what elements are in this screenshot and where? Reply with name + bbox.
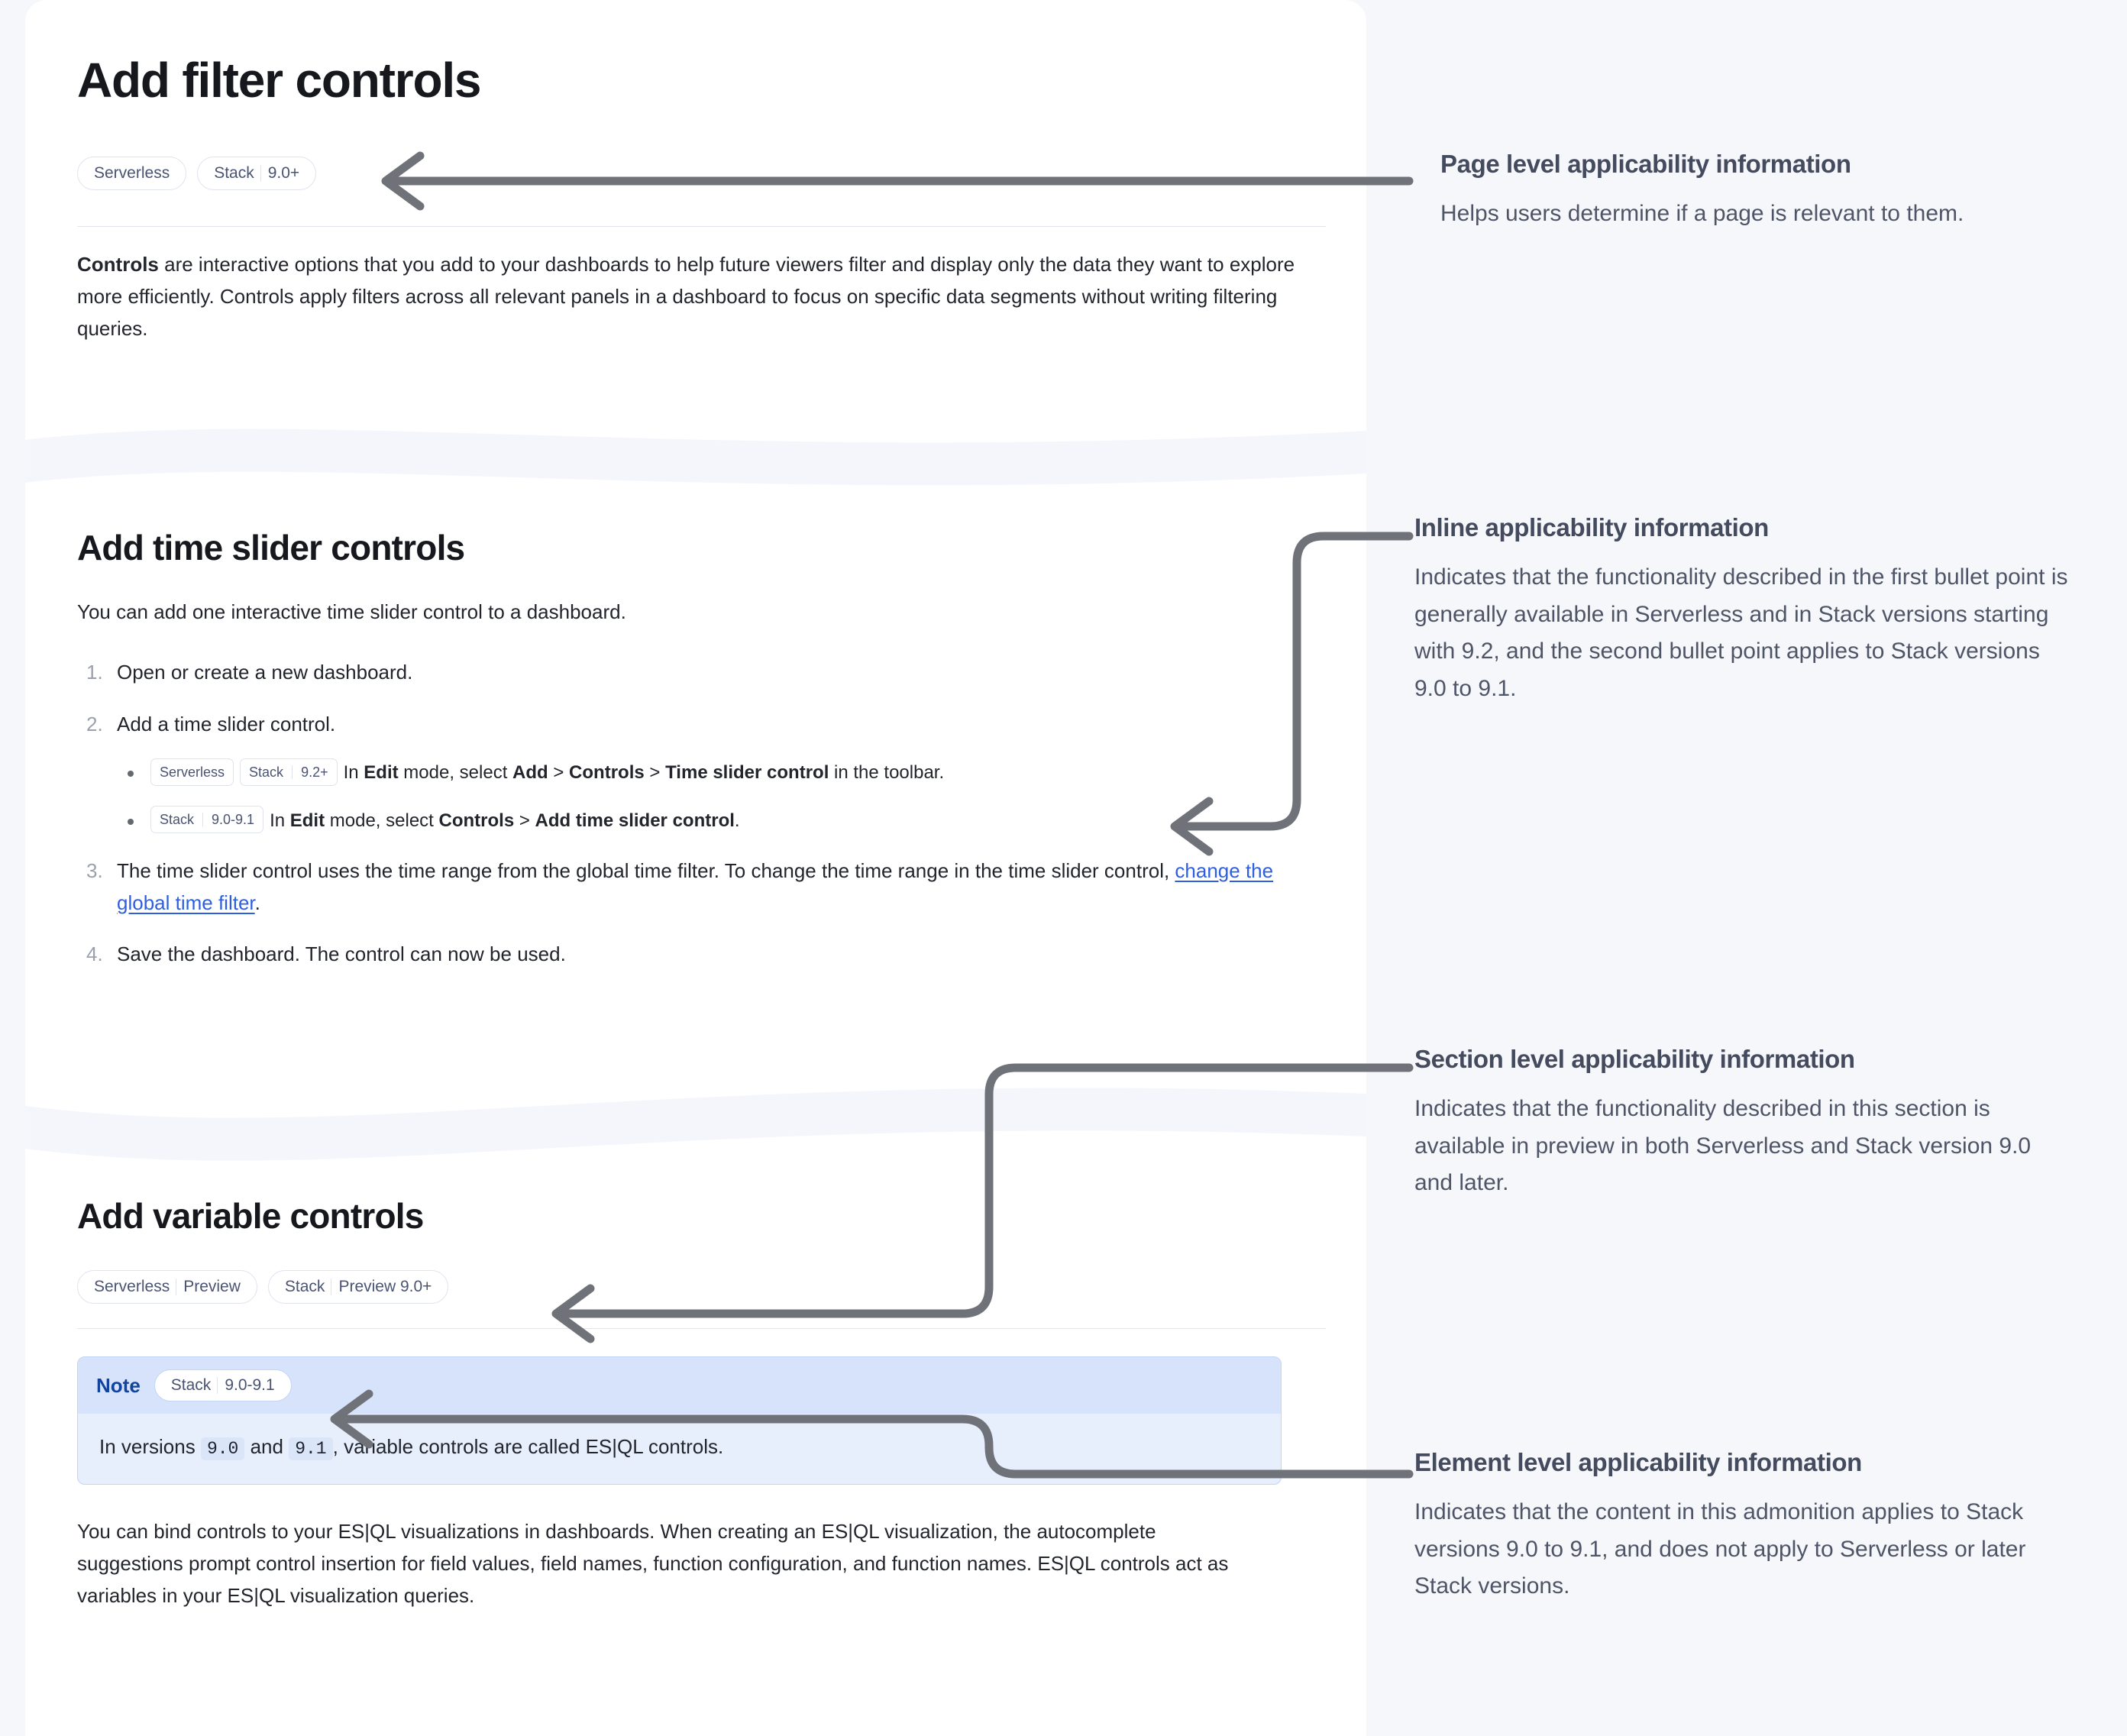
page-applicability-badges: Serverless Stack 9.0+ bbox=[77, 157, 317, 190]
badge-name: Serverless bbox=[94, 164, 170, 182]
annotation-body: Helps users determine if a page is relev… bbox=[1440, 201, 1964, 226]
annotation-body: Indicates that the functionality describ… bbox=[1414, 564, 2068, 701]
title-divider bbox=[77, 226, 1326, 227]
t: Controls bbox=[569, 762, 645, 784]
badge-serverless[interactable]: Serverless bbox=[77, 157, 187, 190]
badge-name: Stack bbox=[170, 1376, 212, 1394]
badge-version: Preview bbox=[183, 1278, 241, 1295]
t: Time slider control bbox=[665, 762, 829, 784]
step-text: The time slider control uses the time ra… bbox=[117, 859, 1175, 883]
badge-name: Stack bbox=[249, 764, 284, 780]
sublist-item: Serverless Stack 9.2+ In Edit mode, sele… bbox=[117, 758, 1330, 787]
annotation-body: Indicates that the content in this admon… bbox=[1414, 1499, 2026, 1599]
annotation-inline: Inline applicability information Indicat… bbox=[1414, 513, 2071, 707]
card-separator-wave-bottom bbox=[25, 1088, 1366, 1161]
t: . bbox=[734, 810, 740, 831]
annotation-title: Inline applicability information bbox=[1414, 513, 1769, 541]
t: In bbox=[270, 810, 290, 831]
annotation-title: Section level applicability information bbox=[1414, 1045, 1855, 1073]
annotation-element-level: Element level applicability information … bbox=[1414, 1448, 2071, 1605]
steps-list: Open or create a new dashboard. Add a ti… bbox=[77, 657, 1330, 971]
note-label: Note bbox=[96, 1373, 141, 1397]
t: in the toolbar. bbox=[829, 762, 945, 784]
page-title: Add filter controls bbox=[77, 53, 482, 108]
step-text: Open or create a new dashboard. bbox=[117, 661, 413, 684]
badge-name: Serverless bbox=[160, 764, 225, 780]
t: > bbox=[644, 762, 666, 784]
annotation-title: Element level applicability information bbox=[1414, 1448, 1862, 1476]
global-time-filter-link[interactable]: change the global time filter bbox=[117, 859, 1274, 914]
step-item: Save the dashboard. The control can now … bbox=[77, 939, 1330, 971]
badge-version: 9.0-9.1 bbox=[225, 1376, 275, 1394]
step-item: Open or create a new dashboard. bbox=[77, 657, 1330, 689]
note-body: In versions 9.0 and 9.1, variable contro… bbox=[78, 1414, 1281, 1484]
badge-version: 9.0-9.1 bbox=[212, 811, 255, 827]
t: Edit bbox=[289, 810, 325, 831]
step-item: Add a time slider control. Serverless St… bbox=[77, 709, 1330, 836]
sublist-text: In Edit mode, select Controls > Add time… bbox=[270, 810, 740, 831]
badge-divider bbox=[217, 1377, 218, 1394]
intro-lead: Controls bbox=[77, 253, 159, 276]
t: Add time slider control bbox=[535, 810, 735, 831]
inline-badge-stack[interactable]: Stack 9.2+ bbox=[240, 758, 338, 786]
note-text: , variable controls are called ES|QL con… bbox=[332, 1435, 724, 1458]
annotation-page-level: Page level applicability information Hel… bbox=[1440, 150, 2097, 233]
t: mode, select bbox=[398, 762, 513, 784]
inline-badge-serverless[interactable]: Serverless bbox=[150, 758, 234, 786]
badge-stack[interactable]: Stack 9.0+ bbox=[197, 157, 317, 190]
section-heading-variable: Add variable controls bbox=[77, 1196, 424, 1236]
step-text: Add a time slider control. bbox=[117, 712, 336, 735]
step-text-tail: . bbox=[254, 891, 260, 914]
note-header: Note Stack 9.0-9.1 bbox=[78, 1357, 1281, 1414]
step-item: The time slider control uses the time ra… bbox=[77, 855, 1330, 919]
t: Add bbox=[512, 762, 548, 784]
step-sublist: Serverless Stack 9.2+ In Edit mode, sele… bbox=[117, 758, 1330, 836]
t: mode, select bbox=[325, 810, 439, 831]
intro-rest: are interactive options that you add to … bbox=[77, 253, 1295, 341]
badge-name: Stack bbox=[160, 811, 195, 827]
t: > bbox=[514, 810, 535, 831]
badge-stack-note[interactable]: Stack 9.0-9.1 bbox=[154, 1369, 292, 1401]
badge-divider bbox=[260, 165, 261, 182]
variable-controls-paragraph: You can bind controls to your ES|QL visu… bbox=[77, 1519, 1229, 1607]
document-card: Add filter controls Serverless Stack 9.0… bbox=[25, 0, 1366, 1736]
section-time-slider: Add time slider controls You can add one… bbox=[77, 527, 1330, 971]
annotation-title: Page level applicability information bbox=[1440, 150, 1851, 178]
section-intro-time-slider: You can add one interactive time slider … bbox=[77, 600, 626, 623]
step-text: Save the dashboard. The control can now … bbox=[117, 942, 566, 966]
inline-badge-stack[interactable]: Stack 9.0-9.1 bbox=[150, 806, 264, 834]
card-separator-wave-top bbox=[25, 428, 1366, 486]
badge-serverless-preview[interactable]: Serverless Preview bbox=[77, 1270, 257, 1304]
badge-stack-preview[interactable]: Stack Preview 9.0+ bbox=[267, 1270, 449, 1304]
badge-name: Stack bbox=[214, 164, 254, 182]
annotation-body: Indicates that the functionality describ… bbox=[1414, 1096, 2032, 1196]
note-admonition: Note Stack 9.0-9.1 In versions 9.0 and 9… bbox=[77, 1356, 1282, 1485]
note-text: In versions bbox=[99, 1435, 201, 1458]
intro-paragraph: Controls are interactive options that yo… bbox=[77, 248, 1322, 344]
annotation-section-level: Section level applicability information … bbox=[1414, 1045, 2071, 1202]
badge-version: 9.0+ bbox=[267, 164, 300, 182]
badge-divider bbox=[202, 813, 204, 827]
section-heading-time-slider: Add time slider controls bbox=[77, 528, 465, 567]
t: Edit bbox=[364, 762, 399, 784]
t: Controls bbox=[438, 810, 515, 831]
badge-divider bbox=[292, 765, 293, 779]
badge-version: 9.2+ bbox=[301, 764, 328, 780]
code-version-90: 9.0 bbox=[200, 1437, 245, 1460]
sublist-text: In Edit mode, select Add > Controls > Ti… bbox=[344, 762, 945, 783]
note-text: and bbox=[244, 1435, 289, 1458]
t: In bbox=[343, 762, 364, 784]
badge-name: Serverless bbox=[94, 1278, 170, 1295]
sublist-item: Stack 9.0-9.1 In Edit mode, select Contr… bbox=[117, 806, 1330, 836]
badge-name: Stack bbox=[284, 1278, 325, 1295]
t: > bbox=[548, 762, 570, 784]
badge-version: Preview 9.0+ bbox=[338, 1278, 432, 1295]
code-version-91: 9.1 bbox=[289, 1437, 333, 1460]
section-divider bbox=[77, 1328, 1326, 1329]
section-variable-controls: Add variable controls Serverless Preview… bbox=[77, 1195, 1330, 1612]
section-applicability-badges: Serverless Preview Stack Preview 9.0+ bbox=[77, 1270, 1330, 1304]
